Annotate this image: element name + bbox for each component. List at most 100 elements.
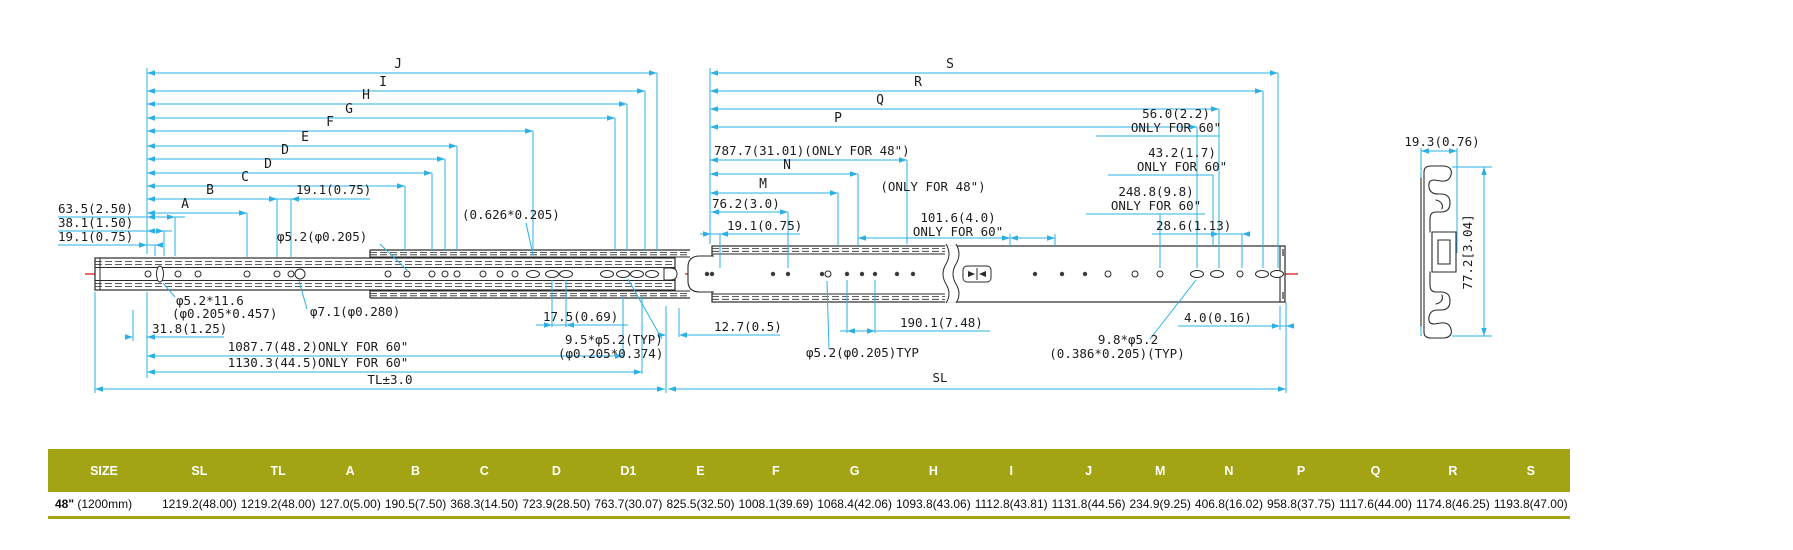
- ladder-label-left: A: [181, 197, 189, 212]
- col-header-p: P: [1264, 449, 1338, 492]
- dim-sl: SL: [932, 370, 947, 385]
- ladder-label-left: E: [301, 130, 309, 145]
- note-slot52: φ5.2*11.6: [176, 293, 244, 308]
- ladder-label-left: I: [379, 75, 387, 90]
- cell-size: 48" (1200mm): [48, 492, 160, 519]
- cross-section: [1420, 165, 1457, 339]
- table-data-row: 48" (1200mm)1219.2(48.00)1219.2(48.00)12…: [48, 492, 1570, 519]
- col-header-sl: SL: [160, 449, 239, 492]
- table-cell: 190.5(7.50): [382, 492, 449, 519]
- dim-cs-height: 77.2[3.04]: [1460, 214, 1475, 289]
- table-cell: 1193.8(47.00): [1491, 492, 1570, 519]
- table-cell: 127.0(5.00): [317, 492, 383, 519]
- table-cell: 1219.2(48.00): [160, 492, 239, 519]
- dim-1016b: ONLY FOR 60": [913, 224, 1003, 239]
- ladder-label-left: D: [264, 157, 272, 172]
- col-header-n: N: [1192, 449, 1265, 492]
- dim-38: 38.1(1.50): [58, 215, 133, 230]
- ladder-label-left: F: [326, 115, 334, 130]
- table-cell: 368.3(14.50): [448, 492, 521, 519]
- ladder-label-left: B: [206, 183, 214, 198]
- table-cell: 825.5(32.50): [664, 492, 737, 519]
- slide-profile: [1435, 199, 1443, 210]
- dim-19-top: 19.1(0.75): [296, 182, 371, 197]
- dim-19-right: 19.1(0.75): [727, 218, 802, 233]
- table-cell: 1117.6(44.00): [1337, 492, 1414, 519]
- col-header-e: E: [664, 449, 737, 492]
- slide-profile: [1437, 239, 1451, 265]
- col-header-size: SIZE: [48, 449, 160, 492]
- table-cell: 1174.8(46.25): [1413, 492, 1492, 519]
- table-cell: 1093.8(43.06): [893, 492, 973, 519]
- dim-1016: 101.6(4.0): [920, 210, 995, 225]
- table-cell: 234.9(9.25): [1127, 492, 1193, 519]
- col-header-q: Q: [1337, 449, 1414, 492]
- dim-1901: 190.1(7.48): [900, 315, 983, 330]
- slide-profile: [1431, 231, 1457, 273]
- col-header-r: R: [1413, 449, 1492, 492]
- ladder-label-right: R: [914, 75, 922, 90]
- table-cell: 1131.8(44.56): [1049, 492, 1128, 519]
- ladder-label-left: G: [345, 102, 353, 117]
- ladder-label-right: M: [759, 177, 767, 192]
- dim-phi52-top: φ5.2(φ0.205): [277, 229, 367, 244]
- ladder-label-right: P: [834, 111, 842, 126]
- note-95b: (φ0.205*0.374): [558, 346, 663, 361]
- ladder-label-left: J: [394, 57, 402, 72]
- col-header-i: I: [972, 449, 1050, 492]
- dim-19-left: 19.1(0.75): [58, 229, 133, 244]
- col-header-b: B: [382, 449, 449, 492]
- col-header-h: H: [893, 449, 973, 492]
- dim-318: 31.8(1.25): [152, 321, 227, 336]
- table-cell: 1219.2(48.00): [238, 492, 318, 519]
- ladder-label-right: S: [946, 57, 954, 72]
- table-cell: 1068.4(42.06): [815, 492, 894, 519]
- dim-787: 787.7(31.01)(ONLY FOR 48"): [714, 143, 910, 158]
- ladder-label-left: D: [281, 143, 289, 158]
- col-header-g: G: [815, 449, 894, 492]
- note-95: 9.5*φ5.2(TYP): [565, 332, 663, 347]
- dim-1087: 1087.7(48.2)ONLY FOR 60": [228, 339, 409, 354]
- dimension-lines: [58, 68, 1492, 393]
- table-cell: 723.9(28.50): [520, 492, 593, 519]
- mounting-holes: [144, 265, 1284, 283]
- slide-profile: [1435, 294, 1443, 305]
- note-phi52typ: φ5.2(φ0.205)TYP: [806, 345, 919, 360]
- size-value: 48": [55, 497, 75, 511]
- dim-only48: (ONLY FOR 48"): [880, 179, 985, 194]
- ladder-label-left: C: [241, 170, 249, 185]
- note-98b: (0.386*0.205)(TYP): [1049, 346, 1184, 361]
- rail-linework: [85, 243, 1298, 304]
- dim-432: 43.2(1.7): [1148, 145, 1216, 160]
- dim-1130: 1130.3(44.5)ONLY FOR 60": [228, 355, 409, 370]
- dim-286: 28.6(1.13): [1156, 218, 1231, 233]
- dim-175: 17.5(0.69): [543, 309, 618, 324]
- col-header-a: A: [317, 449, 383, 492]
- col-header-tl: TL: [238, 449, 318, 492]
- dim-2488b: ONLY FOR 60": [1111, 198, 1201, 213]
- col-header-m: M: [1127, 449, 1193, 492]
- table-cell: 958.8(37.75): [1264, 492, 1338, 519]
- col-header-s: S: [1491, 449, 1570, 492]
- ladder-label-right: Q: [876, 93, 884, 108]
- note-phi71: φ7.1(φ0.280): [310, 304, 400, 319]
- dim-432b: ONLY FOR 60": [1137, 159, 1227, 174]
- dim-0626: (0.626*0.205): [462, 207, 560, 222]
- table-cell: 1008.1(39.69): [736, 492, 816, 519]
- dim-63: 63.5(2.50): [58, 201, 133, 216]
- ladder-label-left: H: [362, 88, 370, 103]
- dim-tl: TL±3.0: [367, 372, 412, 387]
- table-cell: 1112.8(43.81): [972, 492, 1050, 519]
- ladder-label-right: N: [783, 158, 791, 173]
- col-header-d1: D1: [592, 449, 665, 492]
- size-mm: (1200mm): [74, 497, 133, 511]
- col-header-d: D: [520, 449, 593, 492]
- dim-762: 76.2(3.0): [712, 196, 780, 211]
- dim-cs-width: 19.3(0.76): [1404, 134, 1479, 149]
- dim-56: 56.0(2.2): [1142, 106, 1210, 121]
